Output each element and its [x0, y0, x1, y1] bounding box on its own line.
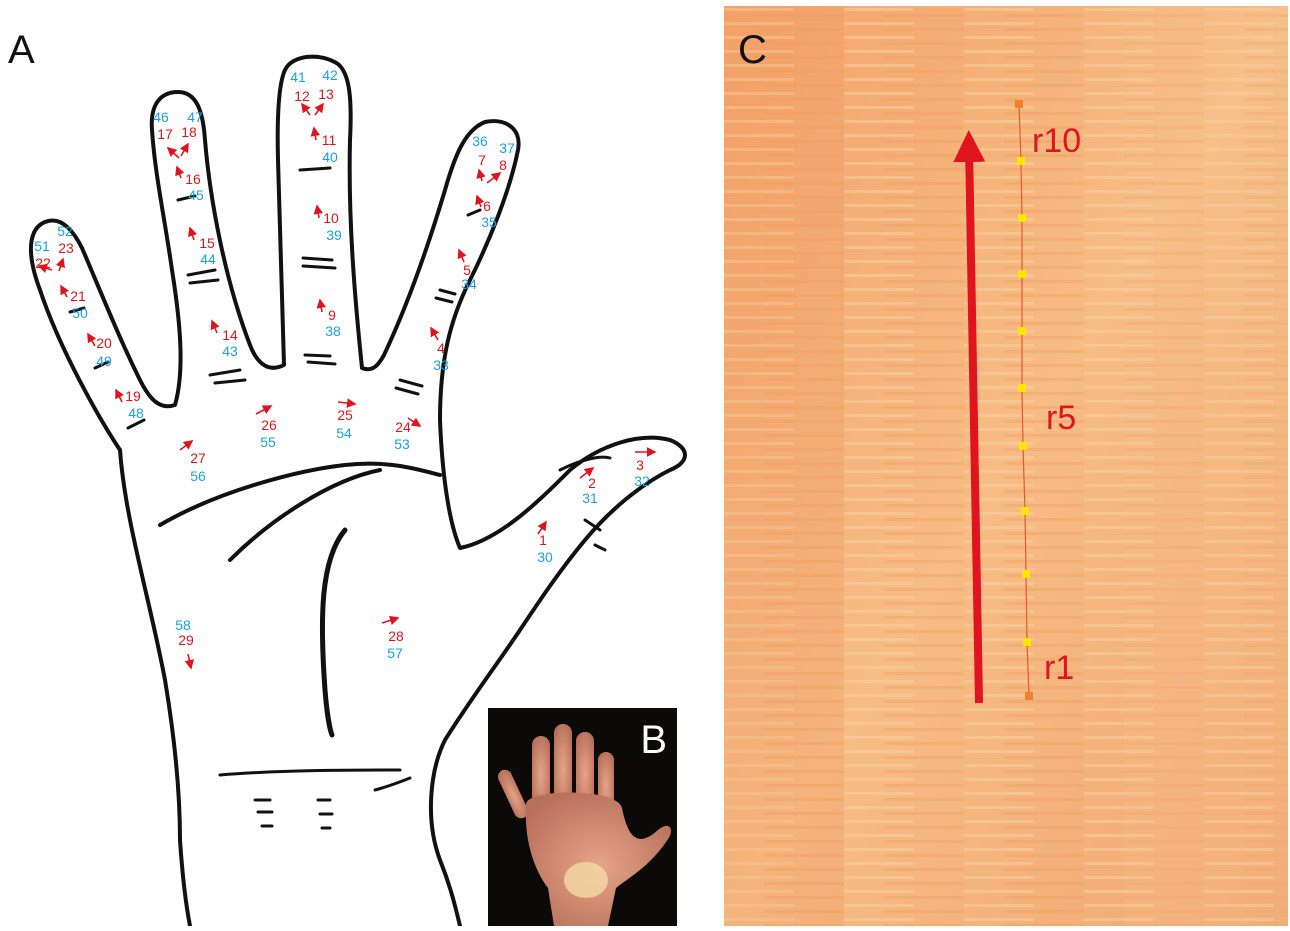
red-label-25: 25 — [337, 407, 353, 423]
red-label-11: 11 — [322, 132, 337, 148]
blue-label-32: 32 — [634, 473, 650, 489]
blue-label-43: 43 — [222, 343, 238, 359]
arrow-15 — [190, 228, 194, 240]
blue-label-31: 31 — [582, 490, 598, 506]
red-label-24: 24 — [395, 419, 411, 435]
blue-label-51: 51 — [34, 238, 50, 254]
arrow-19 — [116, 390, 122, 402]
arrow-12 — [302, 104, 310, 115]
blue-label-45: 45 — [188, 187, 204, 203]
red-label-6: 6 — [483, 198, 491, 214]
label-r10: r10 — [1032, 122, 1081, 160]
arrow-25 — [338, 402, 355, 404]
blue-label-38: 38 — [325, 323, 341, 339]
red-label-19: 19 — [125, 388, 141, 404]
arrow-17 — [168, 148, 179, 158]
blue-label-35: 35 — [481, 214, 497, 230]
red-label-29: 29 — [178, 632, 194, 648]
red-label-4: 4 — [437, 340, 445, 356]
red-label-9: 9 — [328, 307, 336, 323]
arrow-9 — [320, 300, 322, 312]
blue-label-42: 42 — [322, 67, 338, 83]
blue-label-54: 54 — [336, 425, 352, 441]
blue-label-49: 49 — [96, 353, 112, 369]
red-label-1: 1 — [539, 532, 547, 548]
skin-texture: r10 r5 r1 — [724, 6, 1288, 926]
red-label-21: 21 — [70, 288, 86, 304]
blue-label-33: 33 — [433, 357, 449, 373]
arrow-29 — [188, 654, 191, 668]
arrow-13 — [315, 104, 323, 115]
red-label-17: 17 — [157, 126, 173, 142]
arrow-4 — [431, 328, 438, 340]
red-label-22: 22 — [35, 255, 51, 271]
red-label-3: 3 — [636, 457, 644, 473]
blue-label-50: 50 — [72, 305, 88, 321]
panel-c-skin-closeup: r10 r5 r1 C — [724, 6, 1288, 926]
arrow-28 — [382, 618, 398, 623]
arrow-16 — [177, 167, 181, 178]
arrow-8 — [487, 173, 500, 183]
red-label-8: 8 — [499, 157, 507, 173]
arrow-7 — [479, 170, 482, 181]
arrow-27 — [180, 441, 192, 450]
point-arrows — [39, 104, 655, 668]
panel-b-hand-photo: B — [488, 708, 677, 926]
blue-label-46: 46 — [153, 109, 169, 125]
wrist-crease — [220, 770, 400, 775]
arrow-14 — [212, 321, 217, 333]
red-label-26: 26 — [261, 417, 277, 433]
red-label-23: 23 — [58, 240, 74, 256]
blue-label-48: 48 — [128, 405, 144, 421]
blue-label-30: 30 — [537, 549, 553, 565]
red-label-13: 13 — [318, 86, 334, 102]
blue-label-36: 36 — [472, 133, 488, 149]
blue-label-44: 44 — [200, 251, 216, 267]
blue-label-47: 47 — [187, 109, 203, 125]
panel-a-letter: A — [8, 30, 35, 70]
blue-point-labels: 30 31 32 33 34 35 36 37 38 39 40 41 42 4… — [34, 67, 650, 661]
arrow-18 — [181, 144, 188, 156]
blue-label-41: 41 — [290, 69, 306, 85]
blue-label-58: 58 — [175, 617, 191, 633]
arrow-23 — [59, 259, 63, 271]
blue-label-52: 52 — [57, 223, 73, 239]
label-r1: r1 — [1044, 649, 1074, 687]
panel-c-letter: C — [738, 30, 767, 70]
label-r5: r5 — [1046, 399, 1076, 437]
arrow-20 — [88, 334, 95, 346]
thenar-crease — [322, 530, 345, 735]
arrow-26 — [256, 406, 271, 414]
blue-label-39: 39 — [326, 227, 342, 243]
arrow-11 — [314, 128, 316, 140]
red-label-12: 12 — [294, 88, 310, 104]
red-label-15: 15 — [199, 235, 215, 251]
blue-label-56: 56 — [190, 468, 206, 484]
red-label-10: 10 — [323, 210, 339, 226]
red-label-16: 16 — [185, 171, 201, 187]
wrist-crease-2 — [375, 778, 410, 790]
blue-label-40: 40 — [322, 149, 338, 165]
arrow-21 — [61, 286, 67, 297]
red-label-18: 18 — [181, 124, 197, 140]
wrist-left-edge — [120, 450, 190, 926]
arrow-10 — [317, 206, 319, 218]
arrow-5 — [459, 250, 464, 262]
arrow-6 — [477, 196, 481, 207]
red-label-14: 14 — [222, 327, 238, 343]
red-label-28: 28 — [388, 628, 404, 644]
blue-label-53: 53 — [394, 436, 410, 452]
blue-label-57: 57 — [387, 645, 403, 661]
red-label-7: 7 — [478, 152, 486, 168]
red-label-27: 27 — [190, 450, 206, 466]
blue-label-34: 34 — [461, 276, 477, 292]
red-label-2: 2 — [588, 475, 596, 491]
red-label-20: 20 — [96, 335, 112, 351]
panel-b-letter: B — [640, 720, 667, 760]
blue-label-55: 55 — [260, 434, 276, 450]
blue-label-37: 37 — [499, 140, 515, 156]
